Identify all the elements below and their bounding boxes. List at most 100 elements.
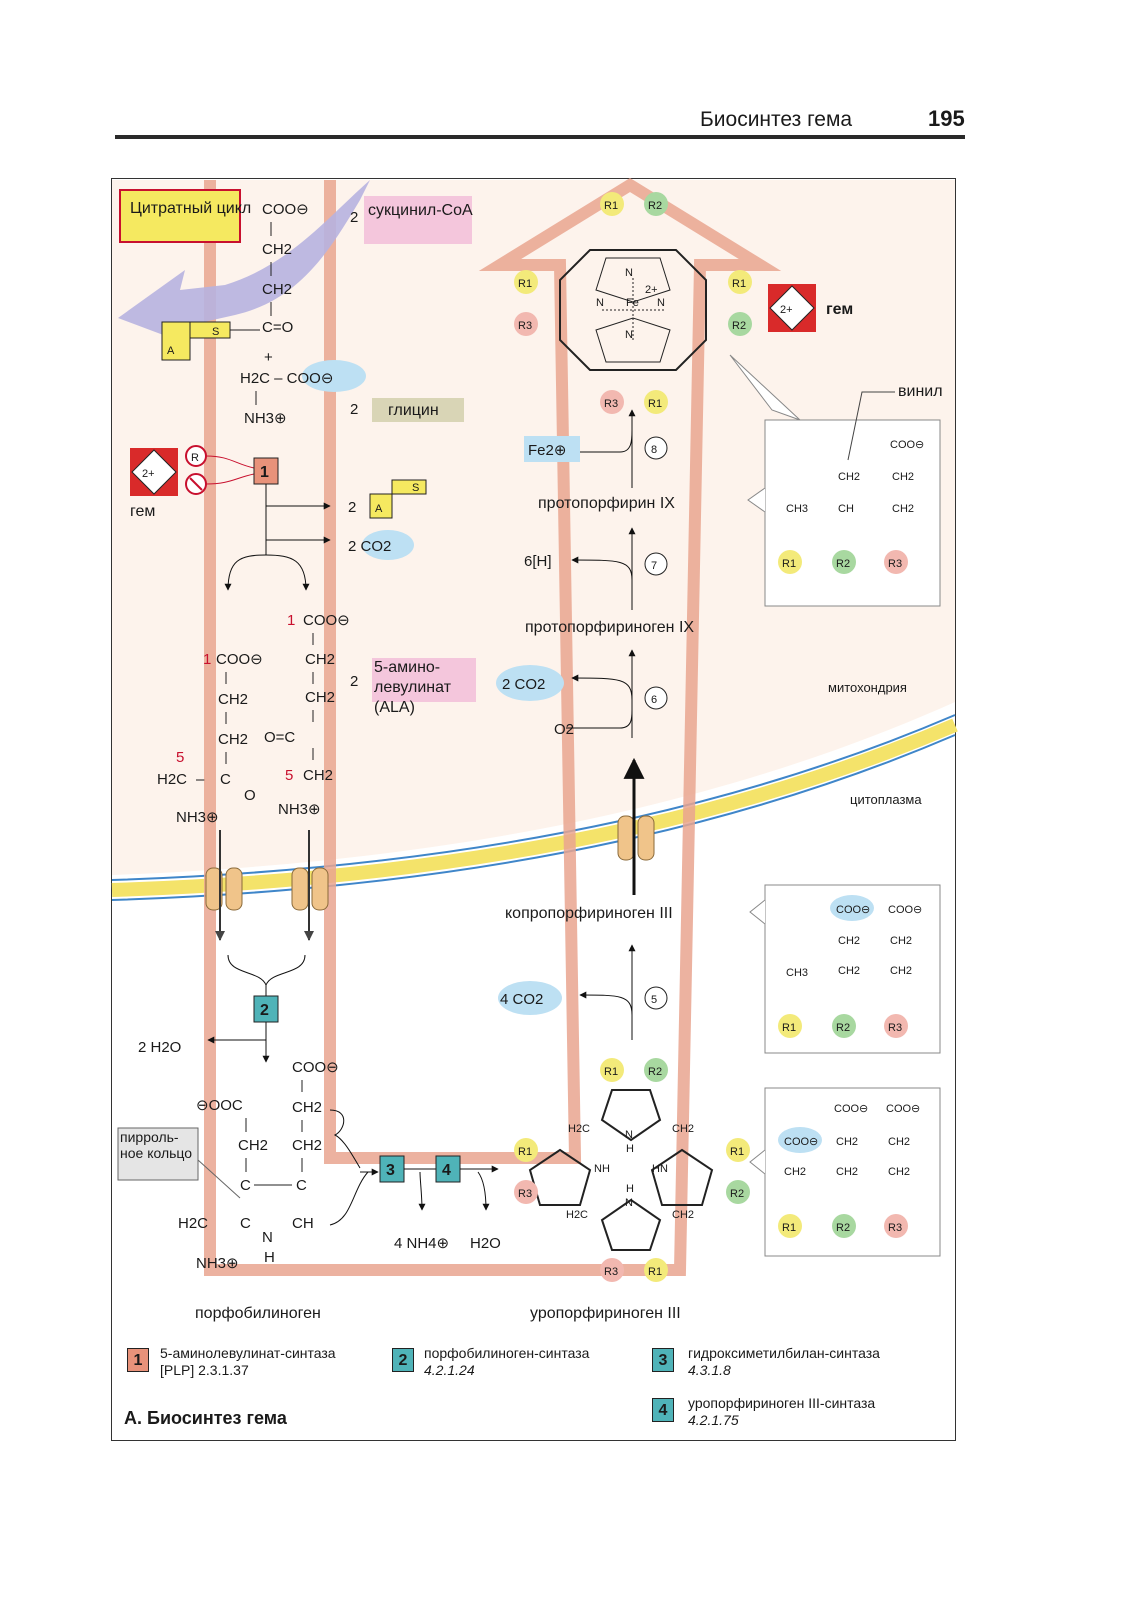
uro-h-bottom: H: [626, 1183, 634, 1195]
pbg-c-bottom: C: [240, 1215, 251, 1232]
legend-enzyme-2-name: порфобилиноген-синтаза: [424, 1345, 590, 1361]
uro-r2-top: R2: [648, 1066, 662, 1078]
heme-r3-left: R3: [518, 320, 532, 332]
enzyme-3-marker: 3: [386, 1162, 395, 1179]
hydrogen-release: 6[H]: [524, 553, 552, 570]
ala2-nh3: NH3⊕: [278, 801, 321, 818]
uro-n-top: N: [625, 1129, 633, 1141]
heme-n-left: N: [596, 297, 604, 309]
uro-hn-right: HN: [652, 1163, 668, 1175]
copro-legend-ch3: CH3: [786, 967, 808, 979]
uro-n-bottom: N: [625, 1197, 633, 1209]
legend-enzyme-3-ec: 4.3.1.8: [688, 1362, 731, 1378]
uro-r1-right: R1: [730, 1146, 744, 1158]
glycine-label: глицин: [388, 402, 439, 419]
proto-legend-ch3: CH3: [786, 503, 808, 515]
copro-legend-ch2-2: CH2: [838, 965, 860, 977]
pathway-band: [204, 177, 782, 1276]
heme-r1-bottom: R1: [648, 398, 662, 410]
enzyme-2-marker: 2: [260, 1002, 269, 1019]
pbg-ch: CH: [292, 1215, 314, 1232]
co2-release-6: 2 CO2: [502, 676, 545, 693]
heme-structure: [559, 249, 707, 371]
copro-legend-coo-2: COO⊖: [888, 904, 922, 916]
pbg-h2c: H2C: [178, 1215, 208, 1232]
uroporphyrinogen-label: уропорфириноген III: [530, 1305, 681, 1322]
uro-ch2-bottom: CH2: [672, 1209, 694, 1221]
plus-sign: +: [264, 349, 273, 366]
uro-r3-bottom: R3: [604, 1266, 618, 1278]
pbg-h: H: [264, 1249, 275, 1266]
uro-legend-coo-2: COO⊖: [834, 1103, 868, 1115]
heme-n-right: N: [657, 297, 665, 309]
uro-r2-right: R2: [730, 1188, 744, 1200]
co2-release-5: 4 CO2: [500, 991, 543, 1008]
figure-frame: [111, 178, 956, 1441]
enzyme-1-marker: 1: [260, 464, 269, 481]
step-5-marker: 5: [651, 994, 657, 1006]
uro-r1-bottom: R1: [648, 1266, 662, 1278]
proto-legend-r2: R2: [836, 558, 850, 570]
succinyl-coo: COO⊖: [262, 201, 309, 218]
oxygen-input: O2: [554, 721, 574, 738]
uro-nh-left: NH: [594, 1163, 610, 1175]
proto-legend-ch2-1: CH2: [892, 471, 914, 483]
uro-legend-r3: R3: [888, 1222, 902, 1234]
heme-icon-right: 2+: [768, 284, 816, 332]
succinyl-co: C=O: [262, 319, 293, 336]
copro-legend-r2: R2: [836, 1022, 850, 1034]
coas-s-letter: S: [412, 482, 419, 494]
proto-legend-ch2-vinyl: CH2: [838, 471, 860, 483]
ala-label: 5-амино-левулинат (ALA): [374, 659, 452, 716]
uro-r3-left: R3: [518, 1188, 532, 1200]
coa-s-letter: S: [212, 326, 219, 338]
coproporphyrinogen-label: копропорфириноген III: [505, 905, 673, 922]
ala1-nh3: NH3⊕: [176, 809, 219, 826]
ala2-ch2-2: CH2: [305, 689, 335, 706]
step-6-marker: 6: [651, 694, 657, 706]
ala-c1-number: 1: [287, 612, 295, 629]
transporter-left-2: [291, 867, 329, 911]
heme-right-label: гем: [826, 301, 853, 318]
heme-fe-center: Fe: [626, 297, 639, 309]
glycine-count: 2: [350, 401, 358, 418]
ala1-c-atom: C: [220, 771, 231, 788]
legend-enzyme-1-name: 5-аминолевулинат-синтаза: [160, 1345, 336, 1361]
ammonium-release: 4 NH4⊕: [394, 1235, 449, 1252]
uro-legend-ch2-4: CH2: [888, 1136, 910, 1148]
ala1-ch2-1: CH2: [218, 691, 248, 708]
pbg-nh3: NH3⊕: [196, 1255, 239, 1272]
heme-inhibitor-left: 2+: [130, 448, 178, 496]
legend-enzyme-4-ec: 4.2.1.75: [688, 1412, 739, 1428]
uro-legend-coo-1: COO⊖: [784, 1136, 818, 1148]
legend-enzyme-1-box: 1: [127, 1348, 149, 1372]
heme-left-label: гем: [130, 503, 155, 520]
ala2-ch2-3: CH2: [303, 767, 333, 784]
legend-enzyme-4-box: 4: [652, 1398, 674, 1422]
enzyme-4-marker: 4: [442, 1162, 451, 1179]
regulation-r-icon: R: [191, 452, 199, 464]
uro-legend-ch2-1: CH2: [784, 1166, 806, 1178]
uro-h2c-bottom: H2C: [566, 1209, 588, 1221]
transporter-right: [617, 815, 655, 861]
ala1-o-atom: O: [244, 787, 256, 804]
uroporphyrinogen-structure: [528, 1089, 714, 1251]
pbg-c-left: C: [240, 1177, 251, 1194]
page-number: 195: [928, 106, 965, 131]
transporter-left-1: [205, 867, 243, 911]
mitochondria-region: [112, 180, 955, 875]
coas-a-letter: A: [375, 503, 383, 515]
ala-c5-number-1: 5: [176, 749, 184, 766]
uro-legend-r2: R2: [836, 1222, 850, 1234]
ala2-coo: COO⊖: [303, 612, 350, 629]
coas-count: 2: [348, 499, 356, 516]
vinyl-label: винил: [898, 383, 943, 400]
legend-enzyme-1-ec: [PLP] 2.3.1.37: [160, 1362, 249, 1378]
legend-enzyme-3-box: 3: [652, 1348, 674, 1372]
ala1-h2c: H2C: [157, 771, 187, 788]
copro-legend-ch2-4: CH2: [890, 965, 912, 977]
proto-legend-coo: COO⊖: [890, 439, 924, 451]
uro-ch2-top: CH2: [672, 1123, 694, 1135]
step-7-marker: 7: [651, 560, 657, 572]
